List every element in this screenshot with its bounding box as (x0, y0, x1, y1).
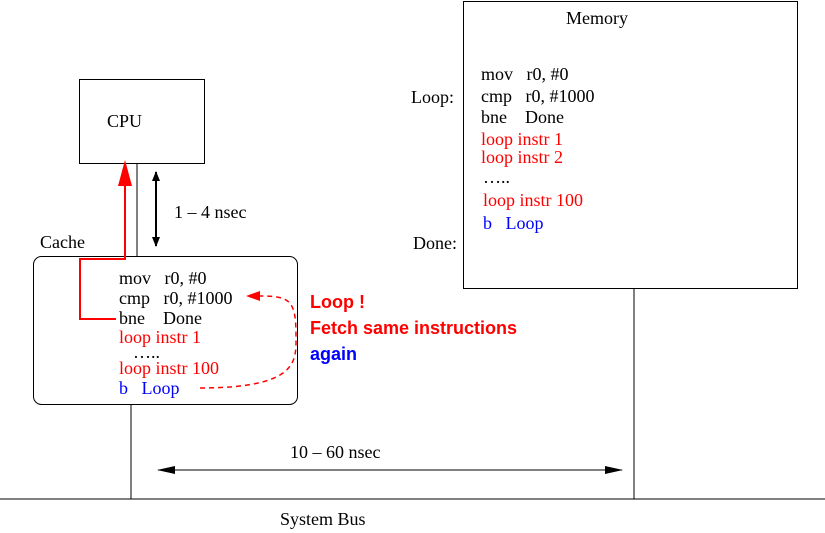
cache-box (33, 256, 298, 405)
cache-instructions: mov r0, #0 cmp r0, #1000 bne Done loop i… (119, 268, 232, 398)
memory-line: loop instr 2 (481, 147, 563, 167)
annotation-line-2: Fetch same instructions (310, 318, 517, 338)
cache-line: loop instr 1 (119, 327, 201, 347)
system-bus-label: System Bus (280, 509, 366, 529)
memory-line: b Loop (483, 213, 544, 233)
memory-line: loop instr 100 (483, 190, 583, 210)
cpu-box (79, 79, 205, 164)
loop-back-arrow (199, 295, 297, 389)
memory-line: cmp r0, #1000 (481, 86, 594, 106)
annotation-line-3: again (310, 344, 357, 364)
cache-line: b Loop (119, 378, 180, 398)
memory-instructions: mov r0, #0 cmp r0, #1000 bne Done loop i… (481, 64, 594, 233)
cache-line: cmp r0, #1000 (119, 288, 232, 308)
annotation-line-1: Loop ! (310, 292, 365, 312)
cpu-cache-latency-label: 1 – 4 nsec (174, 202, 246, 222)
cpu-label: CPU (107, 111, 142, 131)
cache-line: loop instr 100 (119, 358, 219, 378)
memory-label: Memory (566, 8, 628, 28)
done-label: Done: (413, 233, 457, 253)
memory-line: loop instr 1 (481, 129, 563, 149)
fetch-to-cpu-arrow (79, 176, 126, 320)
fetch-to-cpu-arrowhead (118, 160, 132, 186)
memory-line: ….. (483, 167, 510, 187)
loop-back-arrowhead (246, 291, 260, 301)
memory-line: bne Done (481, 107, 564, 127)
cache-line: bne Done (119, 308, 202, 328)
bus-latency-label: 10 – 60 nsec (290, 442, 380, 462)
memory-box (463, 1, 798, 289)
cache-label: Cache (40, 232, 85, 252)
cache-line: mov r0, #0 (119, 268, 207, 288)
loop-label: Loop: (411, 87, 454, 107)
cache-line: ….. (133, 342, 160, 362)
memory-line: mov r0, #0 (481, 64, 569, 84)
